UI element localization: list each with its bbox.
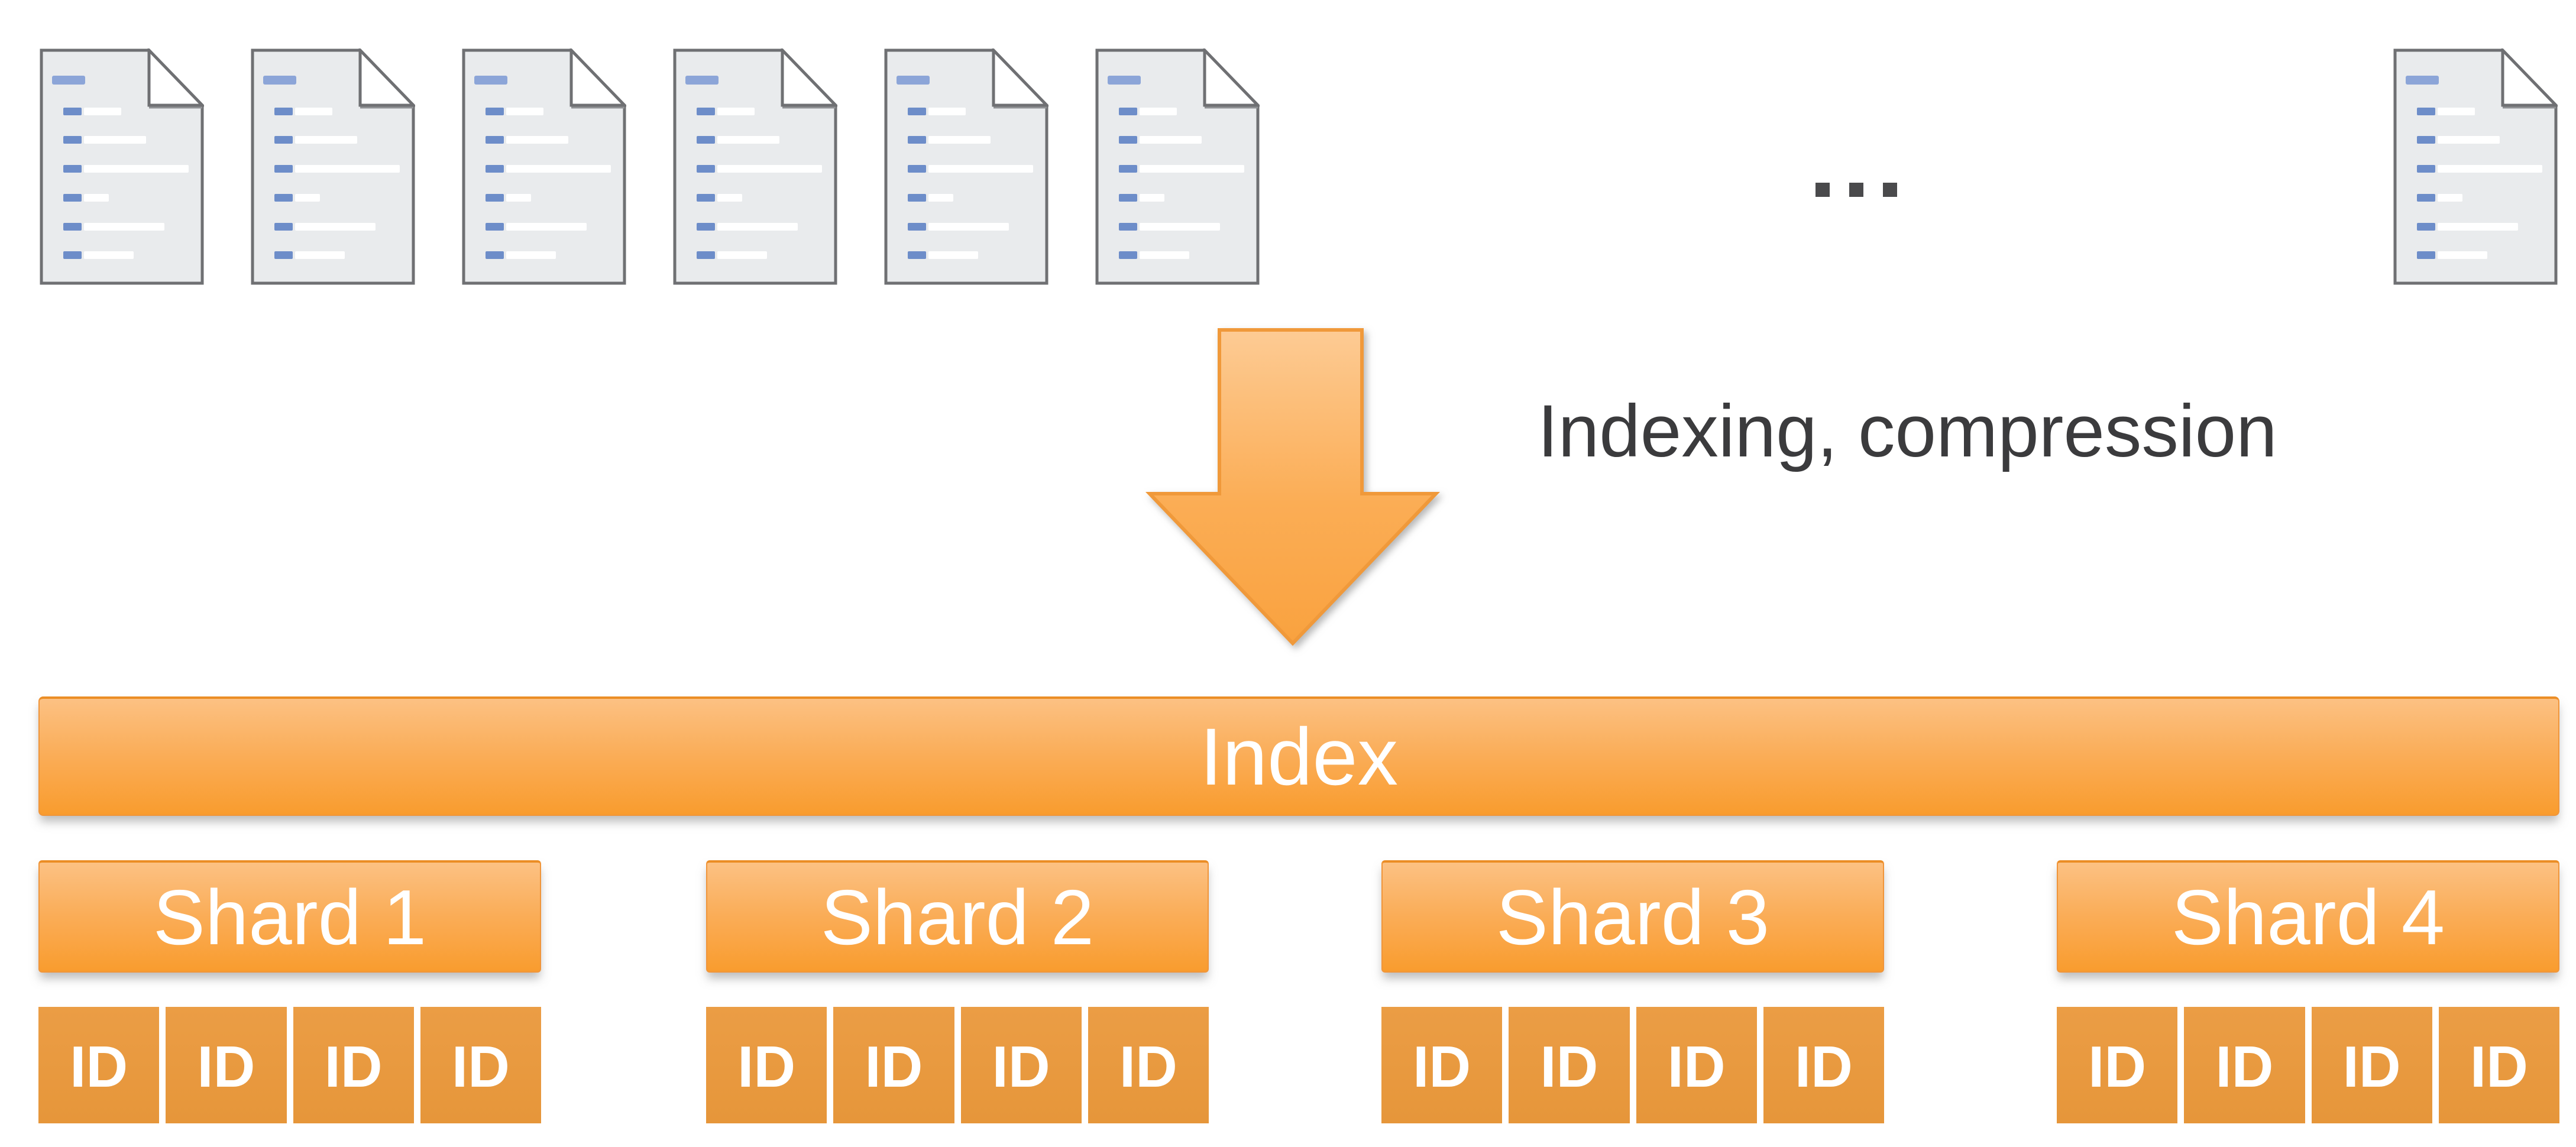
id-cell: ID: [1509, 1007, 1630, 1123]
ellipsis-dot: [1883, 183, 1897, 197]
shard-box-2: Shard 2: [706, 860, 1209, 973]
id-cell: ID: [2311, 1007, 2432, 1123]
ellipsis-dot: [1849, 183, 1863, 197]
id-cell: ID: [2438, 1007, 2559, 1123]
id-cell: ID: [166, 1007, 287, 1123]
shard-box-3: Shard 3: [1381, 860, 1884, 973]
ellipsis-dot: [1816, 183, 1830, 197]
process-label: Indexing, compression: [1538, 390, 2277, 472]
document-icon: [40, 48, 204, 285]
index-bar: Index: [38, 696, 2559, 816]
id-row-shard-1: ID ID ID ID: [38, 1007, 541, 1123]
id-cell: ID: [1088, 1007, 1209, 1123]
document-icon: [2393, 48, 2558, 285]
shard-label: Shard 4: [2171, 873, 2445, 961]
id-cell: ID: [1381, 1007, 1503, 1123]
id-cell: ID: [2184, 1007, 2305, 1123]
document-icon: [884, 48, 1048, 285]
index-label: Index: [1199, 711, 1399, 802]
id-cell: ID: [420, 1007, 541, 1123]
id-cell: ID: [833, 1007, 954, 1123]
shard-box-1: Shard 1: [38, 860, 541, 973]
shard-label: Shard 2: [820, 873, 1095, 961]
id-row-shard-3: ID ID ID ID: [1381, 1007, 1884, 1123]
id-cell: ID: [706, 1007, 827, 1123]
id-cell: ID: [38, 1007, 160, 1123]
id-cell: ID: [960, 1007, 1082, 1123]
ellipsis: [1816, 183, 1897, 197]
document-icon: [251, 48, 415, 285]
id-cell: ID: [2057, 1007, 2178, 1123]
id-row-shard-2: ID ID ID ID: [706, 1007, 1209, 1123]
document-icon: [1095, 48, 1260, 285]
shard-label: Shard 1: [153, 873, 427, 961]
down-arrow-icon: [1145, 328, 1440, 646]
id-cell: ID: [1636, 1007, 1757, 1123]
document-icon: [673, 48, 837, 285]
id-cell: ID: [1763, 1007, 1884, 1123]
shard-box-4: Shard 4: [2057, 860, 2559, 973]
shard-label: Shard 3: [1496, 873, 1770, 961]
id-row-shard-4: ID ID ID ID: [2057, 1007, 2559, 1123]
id-cell: ID: [293, 1007, 414, 1123]
document-icon: [462, 48, 626, 285]
